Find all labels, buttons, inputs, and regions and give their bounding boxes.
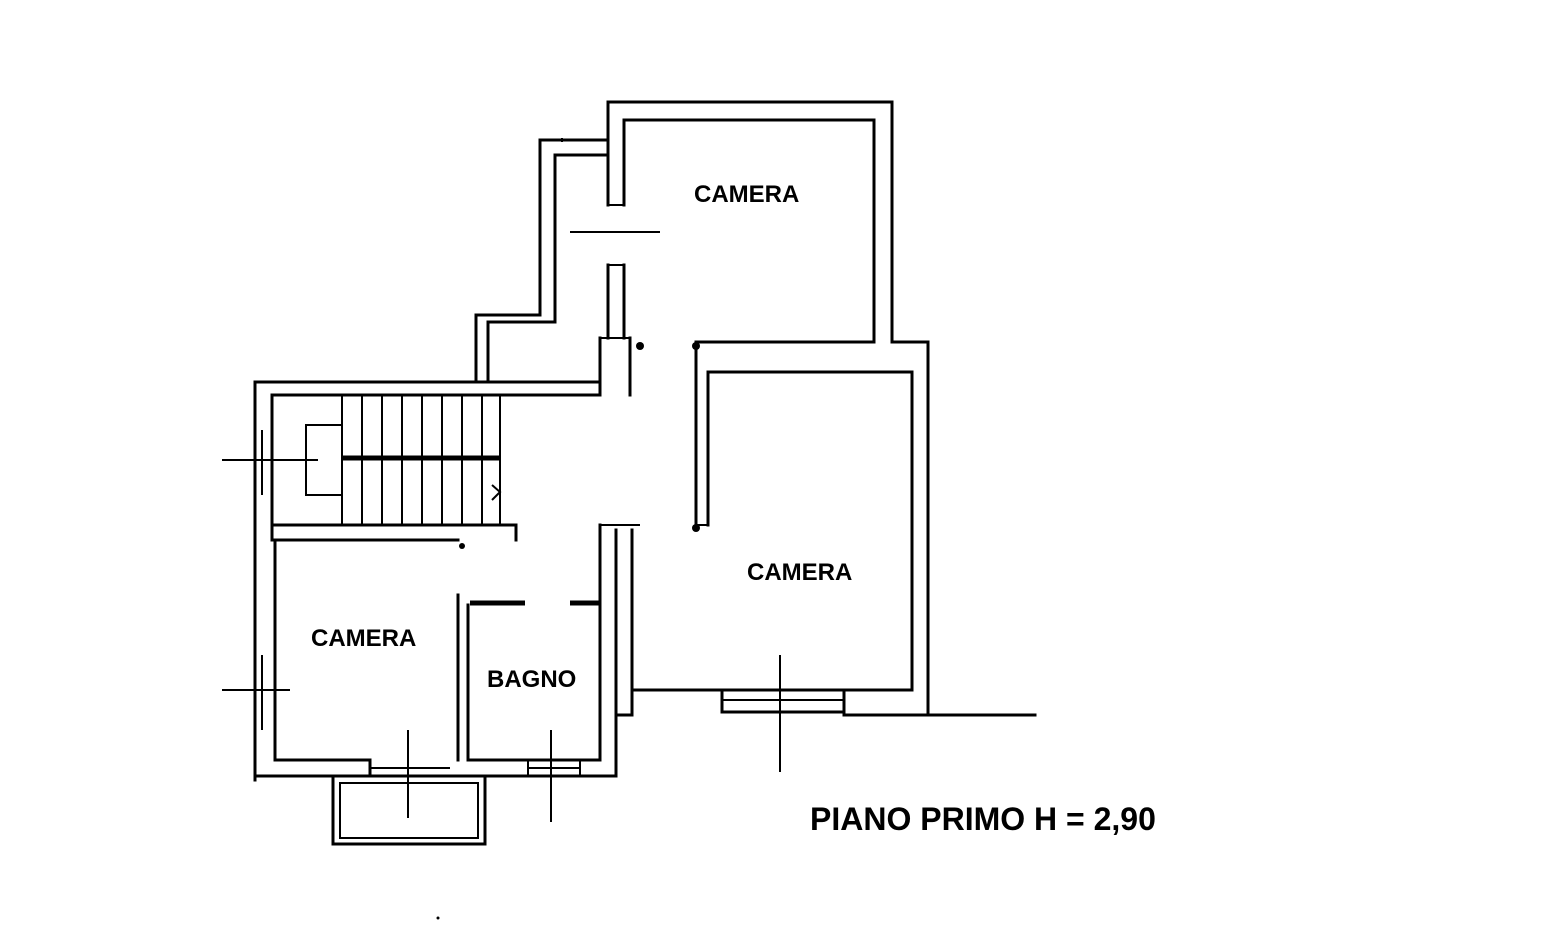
camera-top-label: CAMERA [694,181,799,208]
bagno-walls [448,523,640,778]
camera-top-walls [606,100,930,717]
floor-title: PIANO PRIMO H = 2,90 [810,801,1156,837]
bagno-label: BAGNO [487,666,576,693]
staircase [253,380,602,782]
axis-lines [407,138,781,920]
camera-left-walls [222,430,470,778]
camera-left-label: CAMERA [311,625,416,652]
camera-right-walls [630,370,1037,717]
camera-right-label: CAMERA [747,559,852,586]
